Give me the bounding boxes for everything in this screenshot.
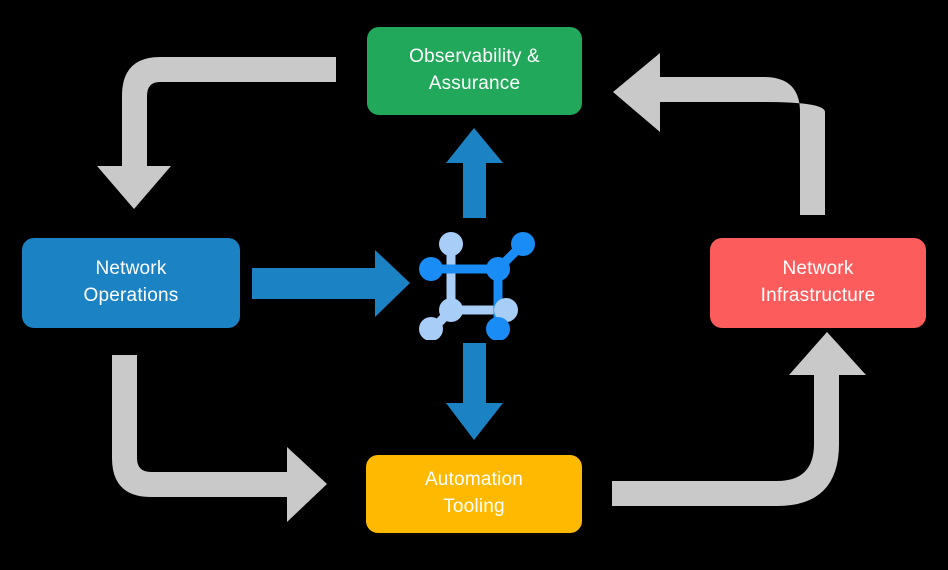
arrow-operations-to-hub — [252, 250, 410, 317]
arrow-automation-to-infrastructure — [612, 332, 866, 506]
arrow-observability-to-operations — [97, 57, 336, 209]
arrow-hub-to-automation — [446, 343, 503, 440]
node-box-network-operations[interactable]: Network Operations — [22, 238, 240, 328]
arrow-infrastructure-to-observability — [613, 53, 825, 215]
arrow-hub-to-observability — [446, 128, 503, 218]
network-icon-dark-nodes — [419, 232, 535, 340]
network-topology-icon — [419, 232, 535, 340]
arrow-operations-to-automation — [112, 355, 327, 522]
node-box-observability[interactable]: Observability & Assurance — [367, 27, 582, 115]
network-icon-light-nodes — [419, 232, 518, 340]
node-box-network-infrastructure[interactable]: Network Infrastructure — [710, 238, 926, 328]
node-box-automation-tooling[interactable]: Automation Tooling — [366, 455, 582, 533]
